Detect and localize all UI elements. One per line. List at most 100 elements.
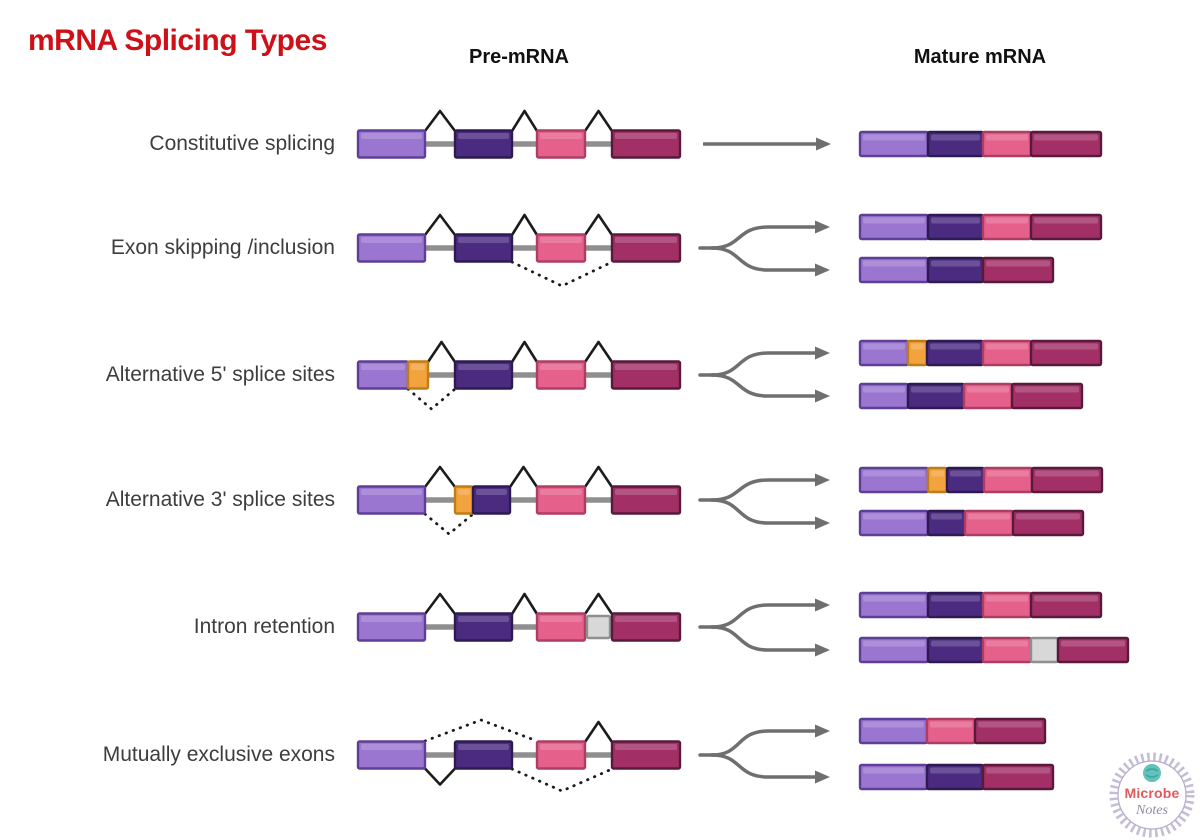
exon-highlight [931, 513, 962, 520]
exon-highlight [863, 721, 924, 728]
exon-highlight [615, 133, 677, 139]
exon-highlight [458, 744, 509, 750]
exon-highlight [986, 134, 1028, 141]
pre-mrna-exon-p1 [356, 233, 427, 263]
pre-mrna-exon-p3 [535, 129, 587, 159]
exon-highlight [986, 260, 1050, 267]
arrowhead-icon [815, 473, 830, 487]
splicing-row-3 [356, 339, 1103, 411]
logo-badge-icon [1109, 752, 1195, 838]
exon-highlight [986, 343, 1028, 350]
exon-highlight [931, 134, 980, 141]
arrowhead-icon [816, 137, 831, 151]
pre-mrna-exon-p3 [535, 485, 587, 515]
pre-mrna-exon-p4 [610, 233, 682, 263]
flow-arrow-lower [710, 246, 817, 272]
exon-highlight [863, 767, 924, 774]
exon-highlight [863, 470, 925, 477]
exon-highlight [978, 721, 1042, 728]
column-header-pre-mrna: Pre-mRNA [468, 46, 570, 68]
exon-highlight [1034, 343, 1098, 350]
pre-mrna-exon-p4 [610, 485, 682, 515]
mature-mrna-exon-p4 [1029, 213, 1103, 241]
splice-junction-caret [583, 340, 614, 363]
flow-arrow-upper [710, 351, 817, 377]
logo-text-microbe: Microbe [1124, 785, 1180, 801]
exon-highlight [911, 343, 924, 350]
exon-highlight [615, 364, 677, 370]
exon-highlight [540, 616, 582, 622]
splice-junction-caret [423, 109, 457, 132]
pre-mrna-exon-p3 [535, 360, 587, 390]
splicing-row-2 [356, 213, 1103, 288]
mature-mrna-exon-p4 [973, 717, 1047, 745]
arrowhead-icon [815, 389, 830, 403]
exon-highlight [458, 616, 509, 622]
splice-junction-caret [426, 340, 457, 363]
exon-highlight [931, 217, 980, 224]
pre-mrna-exon-alt [406, 360, 430, 390]
logo-flower-icon [1143, 764, 1161, 782]
splice-junction-caret [508, 465, 539, 488]
exon-highlight [361, 744, 422, 750]
logo-text-notes: Notes [1136, 803, 1168, 818]
mature-mrna-exon-p4 [1011, 509, 1085, 537]
pre-mrna-exon-p1 [356, 612, 427, 642]
exon-highlight [458, 489, 470, 495]
pre-mrna-exon-p4 [610, 360, 682, 390]
pre-mrna-exon-p4 [610, 740, 682, 770]
flow-arrow-lower [710, 498, 817, 525]
exon-highlight [863, 386, 905, 393]
splice-junction-caret [423, 213, 457, 236]
exon-highlight [476, 489, 507, 495]
flow-arrow-lower [710, 625, 817, 652]
pre-mrna-exon-p3 [535, 740, 587, 770]
arrowhead-icon [815, 346, 830, 360]
exon-highlight [863, 217, 925, 224]
exon-highlight [540, 744, 582, 750]
splicing-row-5 [356, 591, 1130, 664]
pre-mrna-exon-p2 [453, 129, 514, 159]
arrowhead-icon [815, 263, 830, 277]
exon-highlight [540, 133, 582, 139]
exon-highlight [615, 237, 677, 243]
mature-mrna-exon-ret [1029, 636, 1060, 664]
arrowhead-icon [815, 220, 830, 234]
splice-junction-caret [583, 720, 614, 743]
exon-highlight [458, 133, 509, 139]
microbe-notes-logo: Microbe Notes [1106, 751, 1198, 840]
pre-mrna-exon-p1 [356, 740, 427, 770]
splice-junction-caret [583, 592, 614, 615]
row-label-alt-3-splice-sites: Alternative 3' splice sites [105, 488, 335, 511]
splice-junction-caret [510, 592, 539, 615]
splice-junction-caret [423, 592, 457, 615]
pre-mrna-exon-ret [585, 614, 612, 640]
alt-splice-dotted-path [510, 260, 614, 288]
pre-mrna-exon-p1 [356, 129, 427, 159]
pre-mrna-exon-p2 [471, 485, 512, 515]
pre-mrna-exon-p2 [453, 612, 514, 642]
row-label-exon-skipping: Exon skipping /inclusion [110, 236, 335, 259]
exon-highlight [986, 767, 1050, 774]
flow-arrow-upper [710, 225, 817, 250]
alt-splice-dotted-path [423, 512, 475, 536]
exon-highlight [968, 513, 1010, 520]
exon-highlight [930, 343, 980, 350]
splice-junction-caret [583, 109, 614, 132]
exon-highlight [458, 364, 509, 370]
arrowhead-icon [815, 643, 830, 657]
pre-mrna-exon-p2 [453, 233, 514, 263]
splice-junction-caret [510, 340, 539, 363]
exon-highlight [540, 489, 582, 495]
exon-highlight [1035, 470, 1099, 477]
arrowhead-icon [815, 724, 830, 738]
alt-splice-dotted-path [510, 767, 614, 793]
splicing-row-4 [356, 465, 1104, 537]
exon-highlight [615, 616, 677, 622]
splicing-row-6 [356, 717, 1055, 793]
exon-highlight [1034, 595, 1098, 602]
exon-highlight [1015, 386, 1079, 393]
pre-mrna-exon-p2 [453, 740, 514, 770]
exon-highlight [863, 134, 925, 141]
exon-highlight [931, 260, 980, 267]
